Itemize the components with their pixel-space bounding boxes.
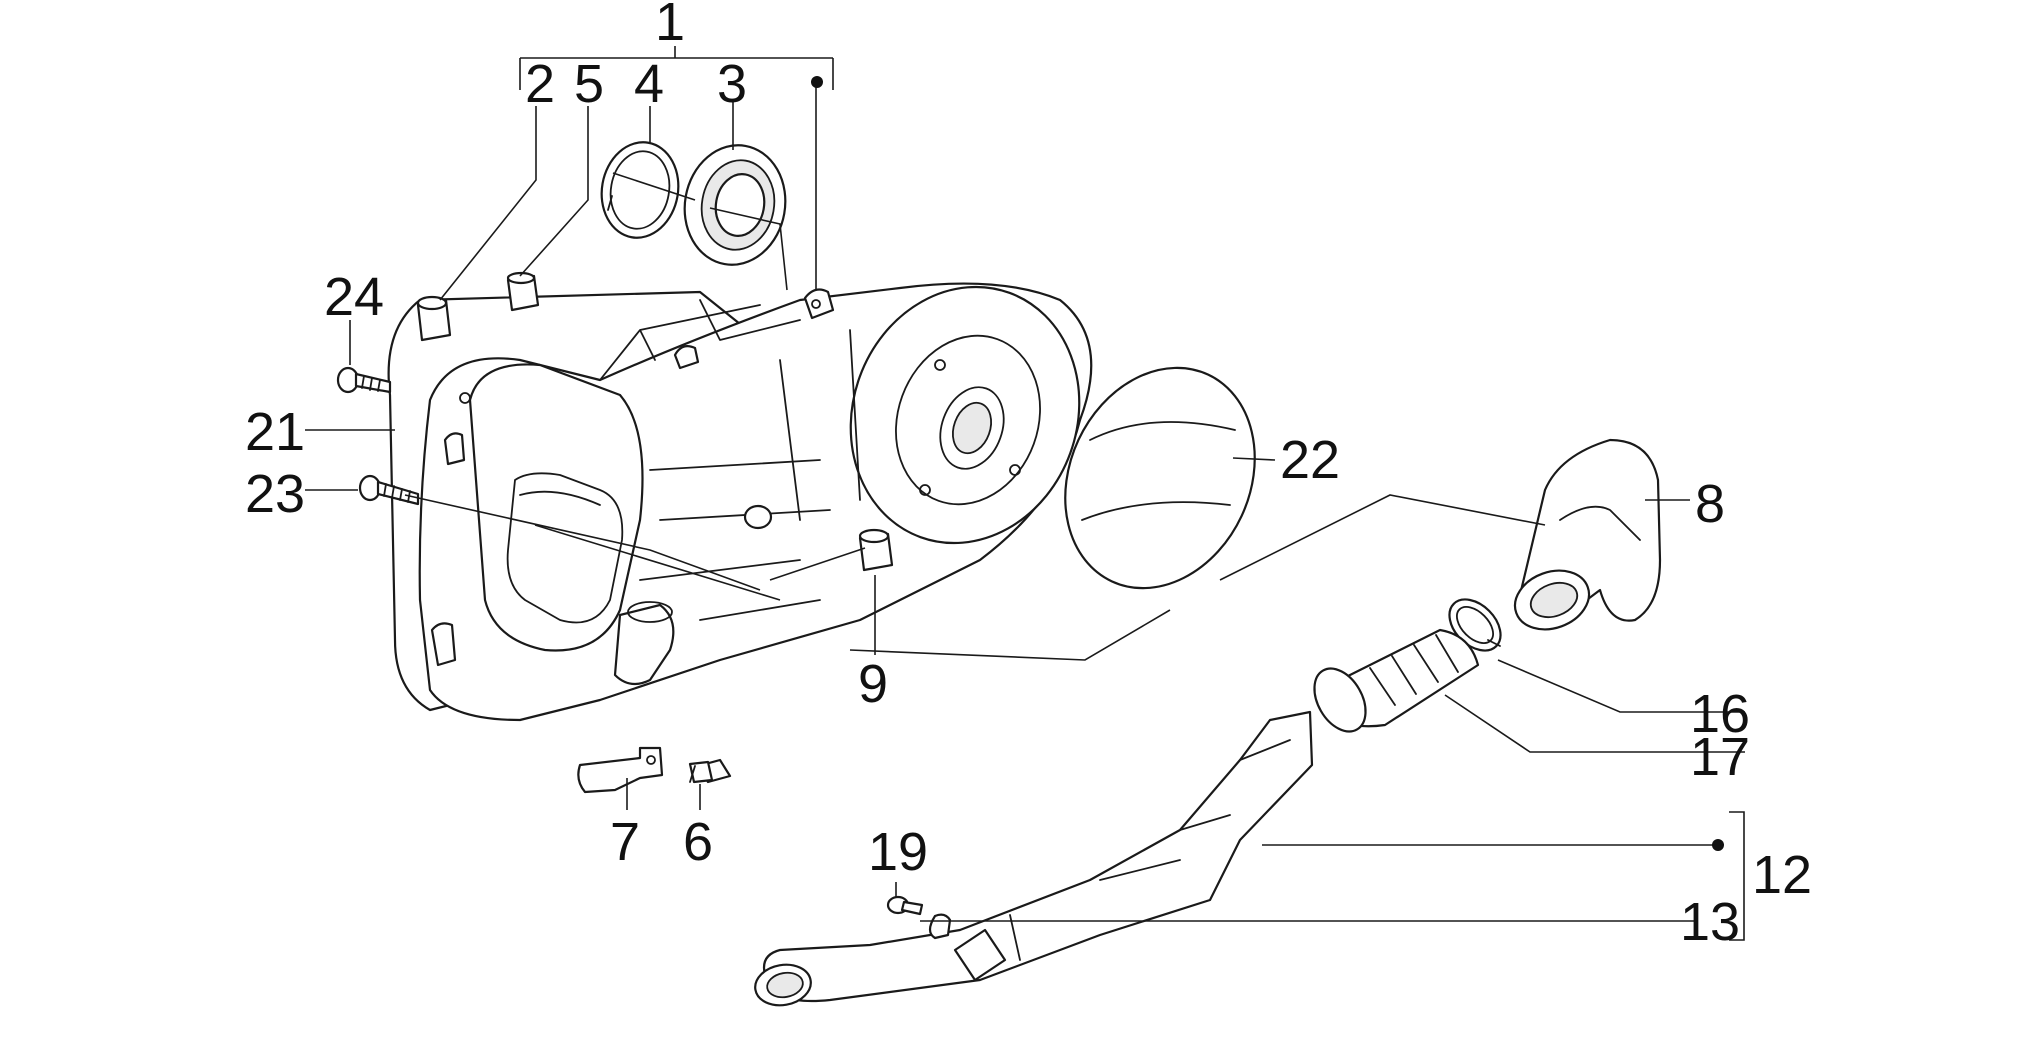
callout-16: 16 [1690,684,1750,744]
part-9-dowel [858,528,894,572]
callout-21: 21 [245,402,305,462]
callout-5: 5 [574,54,604,114]
part-5-dowel [506,271,540,312]
part-17-rubber-bellows [1313,628,1480,733]
crankcase-cover [387,282,1093,722]
part-4-circlip [600,141,680,239]
callout-9: 9 [858,654,888,714]
callout-17: 17 [1690,727,1750,787]
callout-13: 13 [1680,892,1740,952]
callout-8: 8 [1695,474,1725,534]
callout-3: 3 [717,54,747,114]
part-2-dowel [416,295,452,342]
group-bracket-12 [1729,811,1745,941]
callout-22: 22 [1280,430,1340,490]
group-bracket-1 [519,46,834,90]
callout-24: 24 [324,267,384,327]
callout-19: 19 [868,822,928,882]
callout-7: 7 [610,812,640,872]
group-1-dot [811,76,823,88]
callout-2: 2 [525,54,555,114]
group-12-dot [1712,839,1724,851]
leader-lines [305,85,1745,922]
part-3-bearing [683,144,787,266]
callout-23: 23 [245,464,305,524]
part-24-screw [336,366,392,394]
part-6-bolt [688,758,732,784]
callout-1: 1 [655,0,685,52]
part-19-screw [886,895,952,940]
callout-6: 6 [683,812,713,872]
part-22-cover-plate [1064,366,1256,590]
part-23-screw [358,474,420,506]
callout-4: 4 [634,54,664,114]
part-13-duct [754,710,1314,1007]
part-8-intake-elbow [1513,438,1662,631]
part-7-bracket [577,746,664,794]
callout-12: 12 [1752,845,1812,905]
